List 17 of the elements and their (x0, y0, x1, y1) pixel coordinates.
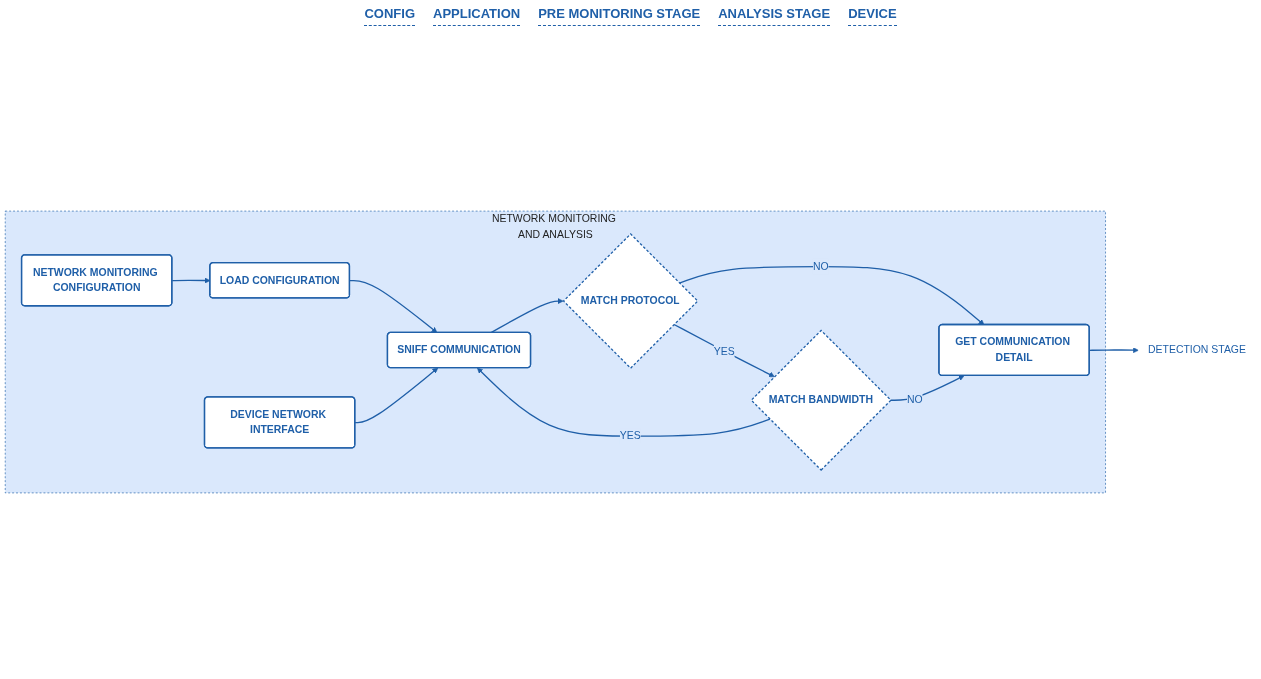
arrow (673, 323, 775, 378)
section-label: PRE MONITORING STAGE (538, 6, 701, 26)
arrow (354, 367, 439, 424)
edge-label: NO (906, 394, 923, 406)
arrow (490, 298, 564, 334)
edge-label: YES (619, 430, 641, 442)
arrow (349, 279, 438, 333)
section-label: APPLICATION (433, 6, 521, 26)
arrow (477, 367, 771, 437)
section-label: CONFIG (364, 6, 415, 26)
section-label: ANALYSIS STAGE (718, 6, 831, 26)
edge-label: YES (713, 345, 735, 357)
section-label: DEVICE (848, 6, 897, 26)
node-diamond: MATCH BANDWIDTH (750, 329, 892, 471)
edge-label: NO (812, 260, 829, 272)
node-text: DETECTION STAGE (1148, 344, 1246, 356)
arrow (678, 265, 985, 326)
